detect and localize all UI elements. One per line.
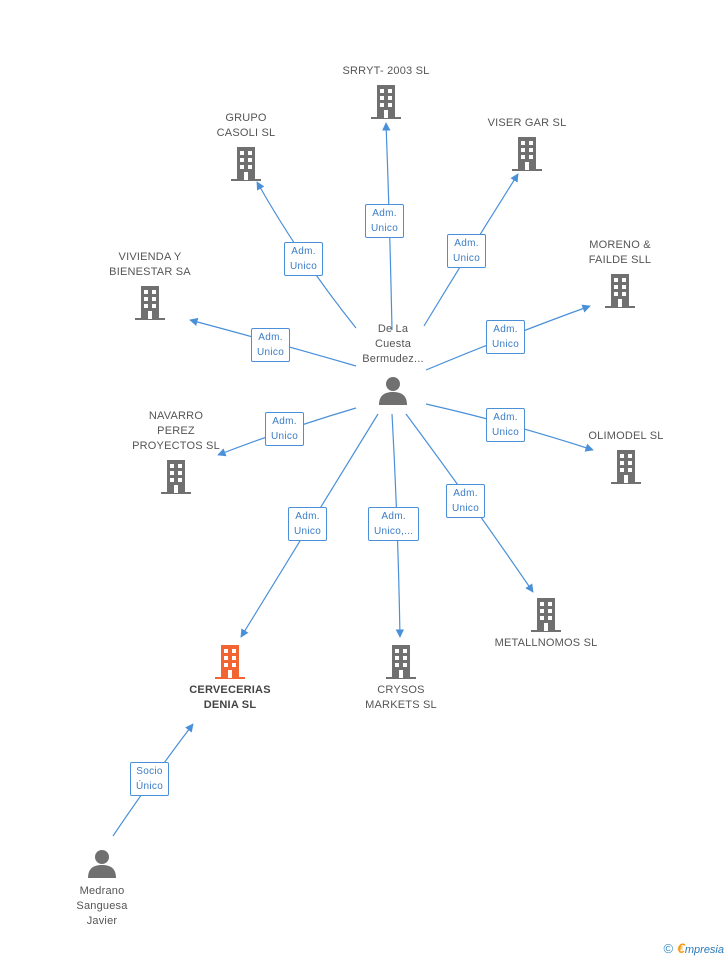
copyright-icon: © xyxy=(663,941,674,956)
company-node-cervecerias[interactable]: CERVECERIAS DENIA SL xyxy=(170,645,290,713)
building-icon xyxy=(531,598,561,632)
person-icon xyxy=(88,850,116,878)
brand-name: mpresia xyxy=(684,944,724,956)
center-person-label: De La Cuesta Bermudez... xyxy=(362,323,424,365)
company-label-srryt: SRRYT- 2003 SL xyxy=(342,65,430,77)
building-icon xyxy=(605,274,635,308)
relation-label-vivienda: Adm. Unico xyxy=(251,328,291,362)
company-node-viser-gar[interactable]: VISER GAR SL xyxy=(467,116,587,171)
relation-label-olimodel: Adm. Unico xyxy=(486,408,526,442)
relation-label-metallnomos: Adm. Unico xyxy=(446,484,486,518)
relation-label-moreno: Adm. Unico xyxy=(486,320,526,354)
building-icon xyxy=(161,460,191,494)
company-node-srryt[interactable]: SRRYT- 2003 SL xyxy=(326,64,446,119)
building-icon xyxy=(386,645,416,679)
building-icon xyxy=(371,85,401,119)
company-label-viser-gar: VISER GAR SL xyxy=(487,117,567,129)
company-label-metallnomos: METALLNOMOS SL xyxy=(494,637,598,649)
company-label-navarro: NAVARRO PEREZ PROYECTOS SL xyxy=(132,410,220,452)
building-icon xyxy=(231,147,261,181)
bottom-person-node[interactable]: Medrano Sanguesa Javier xyxy=(52,848,152,929)
company-node-moreno[interactable]: MORENO & FAILDE SLL xyxy=(560,238,680,308)
relation-label-navarro: Adm. Unico xyxy=(265,412,305,446)
company-node-crysos[interactable]: CRYSOS MARKETS SL xyxy=(341,645,461,713)
company-node-navarro[interactable]: NAVARRO PEREZ PROYECTOS SL xyxy=(116,409,236,494)
brand-initial: € xyxy=(677,940,685,956)
building-icon xyxy=(611,450,641,484)
building-icon xyxy=(135,286,165,320)
company-node-metallnomos[interactable]: METALLNOMOS SL xyxy=(486,598,606,651)
relation-label-crysos: Adm. Unico,... xyxy=(368,507,420,541)
company-label-vivienda: VIVIENDA Y BIENESTAR SA xyxy=(109,251,191,278)
company-label-moreno: MORENO & FAILDE SLL xyxy=(588,239,652,266)
relation-label-srryt: Adm. Unico xyxy=(365,204,405,238)
company-node-grupo-casoli[interactable]: GRUPO CASOLI SL xyxy=(186,111,306,181)
company-node-olimodel[interactable]: OLIMODEL SL xyxy=(566,429,686,484)
company-node-vivienda[interactable]: VIVIENDA Y BIENESTAR SA xyxy=(90,250,210,320)
person-icon xyxy=(379,377,407,405)
company-label-grupo-casoli: GRUPO CASOLI SL xyxy=(216,112,276,139)
center-person-node[interactable]: De La Cuesta Bermudez... xyxy=(343,322,443,405)
relation-label-viser-gar: Adm. Unico xyxy=(447,234,487,268)
company-label-crysos: CRYSOS MARKETS SL xyxy=(365,684,437,711)
relation-label-grupo-casoli: Adm. Unico xyxy=(284,242,324,276)
company-label-olimodel: OLIMODEL SL xyxy=(588,430,664,442)
relation-label-cervecerias: Adm. Unico xyxy=(288,507,328,541)
building-icon xyxy=(215,645,245,679)
company-label-cervecerias: CERVECERIAS DENIA SL xyxy=(189,684,271,711)
empresia-logo: ©€mpresia xyxy=(663,940,724,956)
bottom-person-label: Medrano Sanguesa Javier xyxy=(76,885,128,927)
relation-label-socio-unico: Socio Único xyxy=(130,762,170,796)
building-icon xyxy=(512,137,542,171)
